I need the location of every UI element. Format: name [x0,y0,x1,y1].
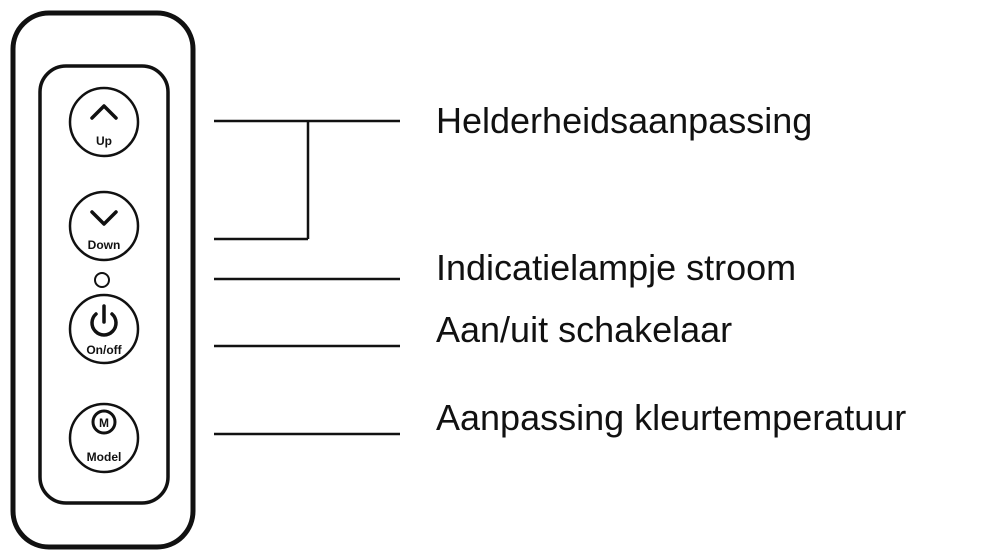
m-circle-glyph: M [99,416,109,430]
mode-button-label: Model [87,450,122,464]
callout-brightness: Helderheidsaanpassing [436,100,812,141]
up-button-label: Up [96,134,112,148]
power-indicator-led [94,272,110,288]
down-button-label: Down [88,238,121,252]
power-icon [90,304,118,337]
mode-button[interactable]: M Model [68,402,140,474]
down-button-ring [68,190,140,262]
power-button-label: On/off [86,343,122,357]
m-circle-icon: M [91,409,117,435]
chevron-down-icon [90,210,118,226]
callout-power-indicator: Indicatielampje stroom [436,247,796,288]
power-button[interactable]: On/off [68,293,140,365]
mode-button-ring [68,402,140,474]
down-button[interactable]: Down [68,190,140,262]
button-panel [38,64,170,505]
callout-color-temperature: Aanpassing kleurtemperatuur [436,397,906,438]
chevron-up-icon [90,104,118,120]
power-button-ring [68,293,140,365]
up-button[interactable]: Up [68,86,140,158]
callout-power-switch: Aan/uit schakelaar [436,309,732,350]
remote-housing [10,10,196,550]
brightness-bracket [214,119,400,241]
up-button-ring [68,86,140,158]
